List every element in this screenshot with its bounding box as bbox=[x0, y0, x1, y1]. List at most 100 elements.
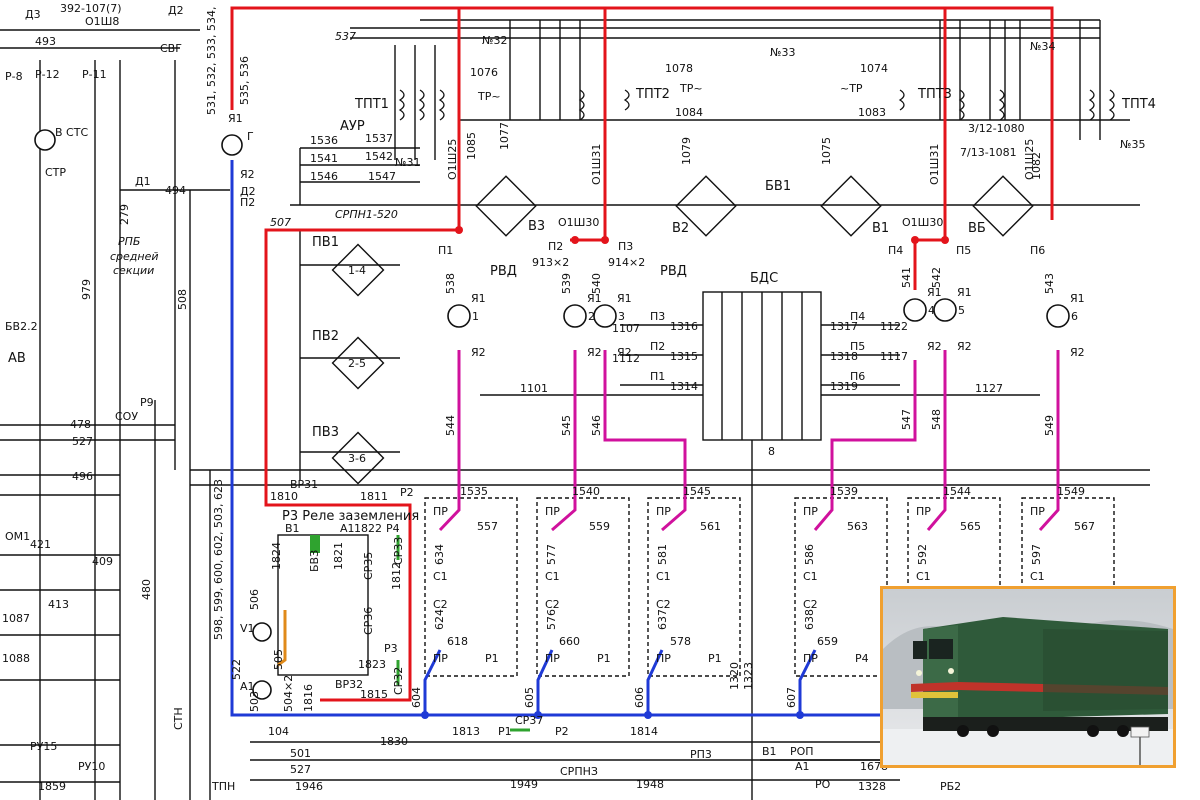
label-537: 537 bbox=[335, 30, 356, 43]
label-1812: 1812 bbox=[390, 562, 403, 590]
label-p2-top: П2 bbox=[548, 240, 563, 253]
reverser-5-top: 1544 bbox=[943, 485, 971, 498]
motor-1 bbox=[447, 304, 471, 328]
label-fc-p4: П4 bbox=[850, 310, 865, 323]
reverser-1-wire-a: 634 bbox=[433, 544, 446, 565]
reverser-4-wire-c: 659 bbox=[817, 635, 838, 648]
reverser-2-relay: Р1 bbox=[597, 652, 611, 665]
blue-wire-1 bbox=[423, 649, 442, 715]
label-1074: 1074 bbox=[860, 62, 888, 75]
motor-3-ya1: Я1 bbox=[617, 292, 632, 305]
label-1085: 1085 bbox=[465, 132, 478, 160]
reverser-5-wire-top: 565 bbox=[960, 520, 981, 533]
motor-3-wire: 540 bbox=[590, 273, 603, 294]
label-aur: АУР bbox=[340, 119, 365, 134]
label-1127: 1127 bbox=[975, 382, 1003, 395]
label-1082: 1082 bbox=[1030, 152, 1043, 180]
label-o1sh30-r: О1Ш30 bbox=[902, 216, 943, 229]
label-bv2: БВ2.2 bbox=[5, 320, 38, 333]
generator bbox=[221, 134, 243, 156]
locomotive-photo bbox=[880, 586, 1176, 768]
label-501: 501 bbox=[290, 747, 311, 760]
label-fc-p3: П3 bbox=[650, 310, 665, 323]
label-fc-8: 8 bbox=[768, 445, 775, 458]
motor-labels: Я11Я2538544Я12Я2539545Я13Я2540546Я14Я254… bbox=[444, 267, 1085, 436]
label-1319: 1319 bbox=[830, 380, 858, 393]
label-no35: №35 bbox=[1120, 138, 1145, 151]
label-1078: 1078 bbox=[665, 62, 693, 75]
label-sektsii: секции bbox=[113, 264, 154, 277]
magenta-wire-4 bbox=[813, 360, 917, 531]
motor-1-ya2: Я2 bbox=[471, 346, 486, 359]
reverser-4-pr-bottom: ПР bbox=[803, 652, 818, 665]
label-d1: Д1 bbox=[135, 175, 151, 188]
label-606: 606 bbox=[633, 687, 646, 708]
label-522: 522 bbox=[230, 659, 243, 680]
reverser-5-c1: С1 bbox=[916, 570, 931, 583]
label-1075: 1075 bbox=[820, 137, 833, 165]
reverser-2-pr: ПР bbox=[545, 505, 560, 518]
label-vr31: ВР31 bbox=[290, 478, 318, 491]
label-494: 494 bbox=[165, 184, 186, 197]
reverser-1-c2: С2 bbox=[433, 598, 448, 611]
label-1821: 1821 bbox=[332, 542, 345, 570]
label-vr32: ВР32 bbox=[335, 678, 363, 691]
reverser-4-wire-top: 563 bbox=[847, 520, 868, 533]
motor-5-out-wire: 548 bbox=[930, 409, 943, 430]
label-d3: Д3 bbox=[25, 8, 41, 21]
reverser-1-relay: Р1 bbox=[485, 652, 499, 665]
label-535-list: 535, 536 bbox=[238, 56, 251, 105]
reverser-6-wire-a: 597 bbox=[1030, 544, 1043, 565]
label-1546: 1546 bbox=[310, 170, 338, 183]
label-1316: 1316 bbox=[670, 320, 698, 333]
label-ro: РО bbox=[815, 778, 831, 791]
label-vsts: В СТС bbox=[55, 126, 88, 139]
label-tr2: ТР~ bbox=[679, 82, 703, 95]
label-v1: В1 bbox=[872, 221, 889, 236]
label-508: 508 bbox=[176, 289, 189, 310]
label-tr1: ТР~ bbox=[477, 90, 501, 103]
reverser-3-wire-top: 561 bbox=[700, 520, 721, 533]
label-rpb: РПБ bbox=[118, 235, 140, 248]
label-fc-p2: П2 bbox=[650, 340, 665, 353]
reverser-4-wire-b: 638 bbox=[803, 609, 816, 630]
label-1122: 1122 bbox=[880, 320, 908, 333]
label-506: 506 bbox=[248, 589, 261, 610]
label-no34: №34 bbox=[1030, 40, 1055, 53]
label-604: 604 bbox=[410, 687, 423, 708]
label-p4-top: П4 bbox=[888, 244, 903, 257]
reverser-6-pr: ПР bbox=[1030, 505, 1045, 518]
label-279: 279 bbox=[118, 204, 131, 225]
label-no31: №31 bbox=[395, 156, 420, 169]
motor-3-out-wire: 546 bbox=[590, 415, 603, 436]
magenta-wire-2 bbox=[551, 350, 577, 532]
blue-wire-2 bbox=[536, 649, 554, 715]
label-507: 507 bbox=[270, 216, 291, 229]
label-1859: 1859 bbox=[38, 780, 66, 793]
label-1107: 1107 bbox=[612, 322, 640, 335]
motor-4-ya2: Я2 bbox=[927, 340, 942, 353]
label-rvd-r: РВД bbox=[660, 264, 687, 279]
label-str: СТР bbox=[45, 166, 66, 179]
motor-4-number: 4 bbox=[928, 304, 935, 317]
label-o1sh31-l: О1Ш31 bbox=[590, 144, 603, 185]
label-1079: 1079 bbox=[680, 137, 693, 165]
label-srednei: средней bbox=[110, 250, 159, 263]
reverser-6-wire-top: 567 bbox=[1074, 520, 1095, 533]
label-527b: 527 bbox=[290, 763, 311, 776]
label-1328: 1328 bbox=[858, 780, 886, 793]
label-pv3: ПВ3 bbox=[312, 425, 339, 440]
motor-4 bbox=[903, 298, 927, 322]
label-sr35: СР35 bbox=[362, 552, 375, 580]
label-1814: 1814 bbox=[630, 725, 658, 738]
label-478: 478 bbox=[70, 418, 91, 431]
reverser-1-top: 1535 bbox=[460, 485, 488, 498]
motor-5-wire: 542 bbox=[930, 267, 943, 288]
label-v2: В2 bbox=[672, 221, 689, 236]
reverser-2-pr-bottom: ПР bbox=[545, 652, 560, 665]
reverser-1-pr-bottom: ПР bbox=[433, 652, 448, 665]
label-svg: СВГ bbox=[160, 42, 182, 55]
label-1112: 1112 bbox=[612, 352, 640, 365]
label-979: 979 bbox=[80, 279, 93, 300]
label-531-list: 531, 532, 533, 534, bbox=[205, 7, 218, 115]
